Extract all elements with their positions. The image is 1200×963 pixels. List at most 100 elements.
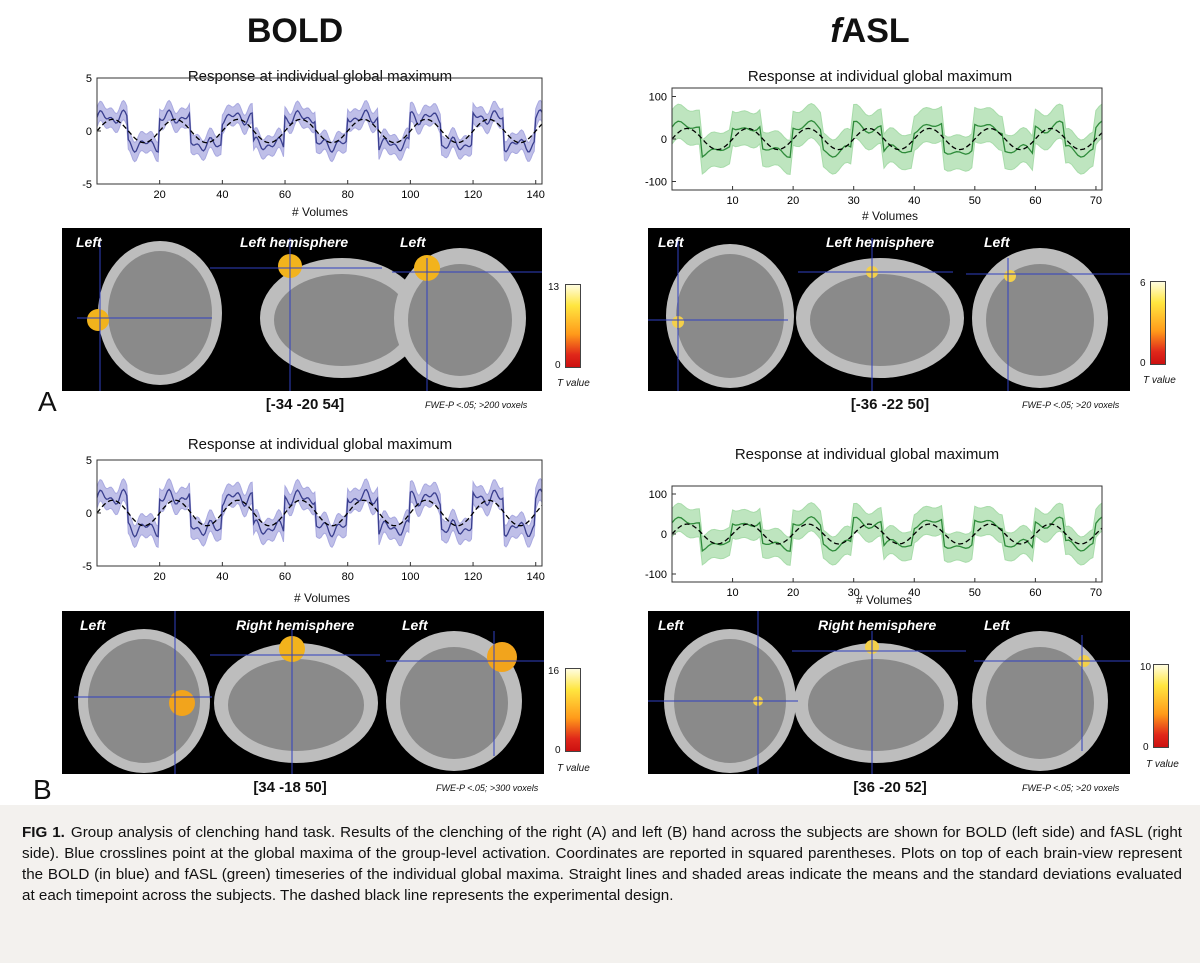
sd-band (96, 99, 543, 163)
x-tick-label: 100 (401, 571, 419, 583)
view-label-left: Left (984, 617, 1010, 633)
x-tick-label: 10 (726, 587, 738, 598)
panel-label-a: A (38, 386, 57, 417)
x-tick-label: 80 (342, 189, 354, 201)
x-tick-label: 20 (154, 189, 166, 201)
colorbar-max: 6 (1140, 278, 1146, 289)
y-tick-label: -100 (645, 569, 667, 581)
x-axis-label: # Volumes (861, 209, 919, 223)
colorbar-label: T value (557, 763, 590, 774)
colorbar (565, 284, 581, 368)
mean-line (96, 109, 543, 153)
view-label-left: Left (658, 617, 684, 633)
x-axis-label: # Volumes (293, 591, 351, 605)
view-label-left: Left (400, 234, 426, 250)
bold-brain-view-b: Left Right hemisphere Left (62, 611, 544, 774)
design-line (96, 118, 543, 144)
colorbar (1150, 281, 1166, 365)
colorbar (1153, 664, 1169, 748)
x-axis-label: # Volumes (291, 205, 349, 219)
fwe-threshold: FWE-P <.05; >20 voxels (1022, 783, 1120, 793)
x-tick-label: 30 (848, 587, 860, 598)
fasl-brain-view-a: Left Left hemisphere Left (648, 228, 1130, 391)
x-tick-label: 10 (726, 195, 738, 207)
sd-band (671, 501, 1103, 566)
y-tick-label: 0 (661, 529, 667, 541)
colorbar-min: 0 (1140, 358, 1146, 369)
x-tick-label: 40 (216, 189, 228, 201)
fasl-brain-view-b: Left Right hemisphere Left (648, 611, 1130, 774)
x-tick-label: 60 (279, 571, 291, 583)
colorbar-max: 10 (1140, 662, 1152, 673)
view-label-left: Left (80, 617, 106, 633)
y-tick-label: 0 (661, 134, 667, 146)
colorbar-max: 16 (548, 666, 560, 677)
y-tick-label: 5 (86, 455, 92, 467)
fasl-column-title: fASL (830, 12, 910, 50)
y-tick-label: 5 (86, 73, 92, 85)
mean-line (671, 515, 1103, 553)
x-tick-label: 60 (279, 189, 291, 201)
x-tick-label: 40 (908, 195, 920, 207)
y-tick-label: -5 (82, 561, 92, 573)
colorbar-max: 13 (548, 282, 560, 293)
x-tick-label: 40 (216, 571, 228, 583)
x-tick-label: 20 (787, 587, 799, 598)
y-tick-label: -100 (645, 177, 667, 189)
colorbar-label: T value (557, 378, 590, 389)
y-tick-label: 100 (649, 489, 667, 501)
view-label-left: Left (402, 617, 428, 633)
plot-title: Response at individual global maximum (747, 68, 1013, 85)
maximum-coordinates: [-34 -20 54] (265, 396, 345, 413)
caption-background (0, 805, 1200, 963)
design-line (96, 499, 543, 527)
mean-line (96, 488, 543, 538)
y-tick-label: 0 (86, 508, 92, 520)
design-line (671, 523, 1103, 545)
bold-column-title: BOLD (246, 12, 344, 50)
y-tick-label: 0 (86, 126, 92, 138)
plot-title: Response at individual global maximum (187, 436, 453, 453)
plot-title: Response at individual global maximum (187, 68, 453, 85)
colorbar-label: T value (1143, 375, 1176, 386)
x-tick-label: 140 (527, 571, 545, 583)
colorbar-min: 0 (555, 745, 561, 756)
x-tick-label: 20 (154, 571, 166, 583)
x-tick-label: 60 (1029, 195, 1041, 207)
view-label-hemisphere: Left hemisphere (826, 234, 935, 250)
x-tick-label: 120 (464, 571, 482, 583)
x-tick-label: 50 (969, 587, 981, 598)
x-tick-label: 120 (464, 189, 482, 201)
x-tick-label: 100 (401, 189, 419, 201)
view-label-left: Left (984, 234, 1010, 250)
colorbar (565, 668, 581, 752)
design-line (671, 127, 1103, 151)
fwe-threshold: FWE-P <.05; >20 voxels (1022, 400, 1120, 410)
x-tick-label: 30 (848, 195, 860, 207)
fwe-threshold: FWE-P <.05; >200 voxels (425, 400, 528, 410)
colorbar-min: 0 (555, 360, 561, 371)
view-label-left: Left (76, 234, 102, 250)
x-tick-label: 50 (969, 195, 981, 207)
axes-frame (96, 77, 543, 185)
colorbar-min: 0 (1143, 742, 1149, 753)
colorbar-label: T value (1146, 759, 1179, 770)
caption-label: FIG 1. (22, 824, 65, 841)
y-tick-label: 100 (649, 92, 667, 104)
maximum-coordinates: [-36 -22 50] (850, 396, 930, 413)
sd-band (96, 478, 543, 549)
view-label-left: Left (658, 234, 684, 250)
view-label-hemisphere: Right hemisphere (818, 617, 937, 633)
x-axis-label: # Volumes (855, 593, 913, 607)
x-tick-label: 70 (1090, 195, 1102, 207)
x-tick-label: 40 (908, 587, 920, 598)
axes-frame (96, 459, 543, 567)
x-tick-label: 60 (1029, 587, 1041, 598)
fwe-threshold: FWE-P <.05; >300 voxels (436, 783, 539, 793)
figure-caption: FIG 1.Group analysis of clenching hand t… (22, 822, 1182, 906)
caption-text: Group analysis of clenching hand task. R… (22, 824, 1182, 904)
x-tick-label: 140 (527, 189, 545, 201)
